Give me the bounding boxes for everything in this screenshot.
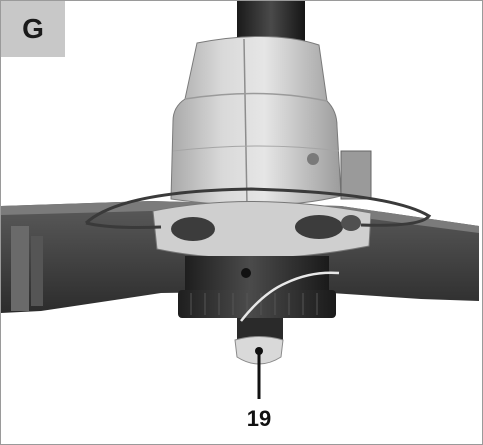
motor-housing	[170, 36, 372, 207]
edge-guide-wire	[84, 187, 432, 227]
callout-number: 19	[246, 406, 272, 431]
motor-shaft	[237, 1, 305, 41]
housing-collar	[152, 200, 372, 259]
figure-label-badge: G	[1, 1, 65, 57]
cutting-line	[240, 271, 340, 322]
